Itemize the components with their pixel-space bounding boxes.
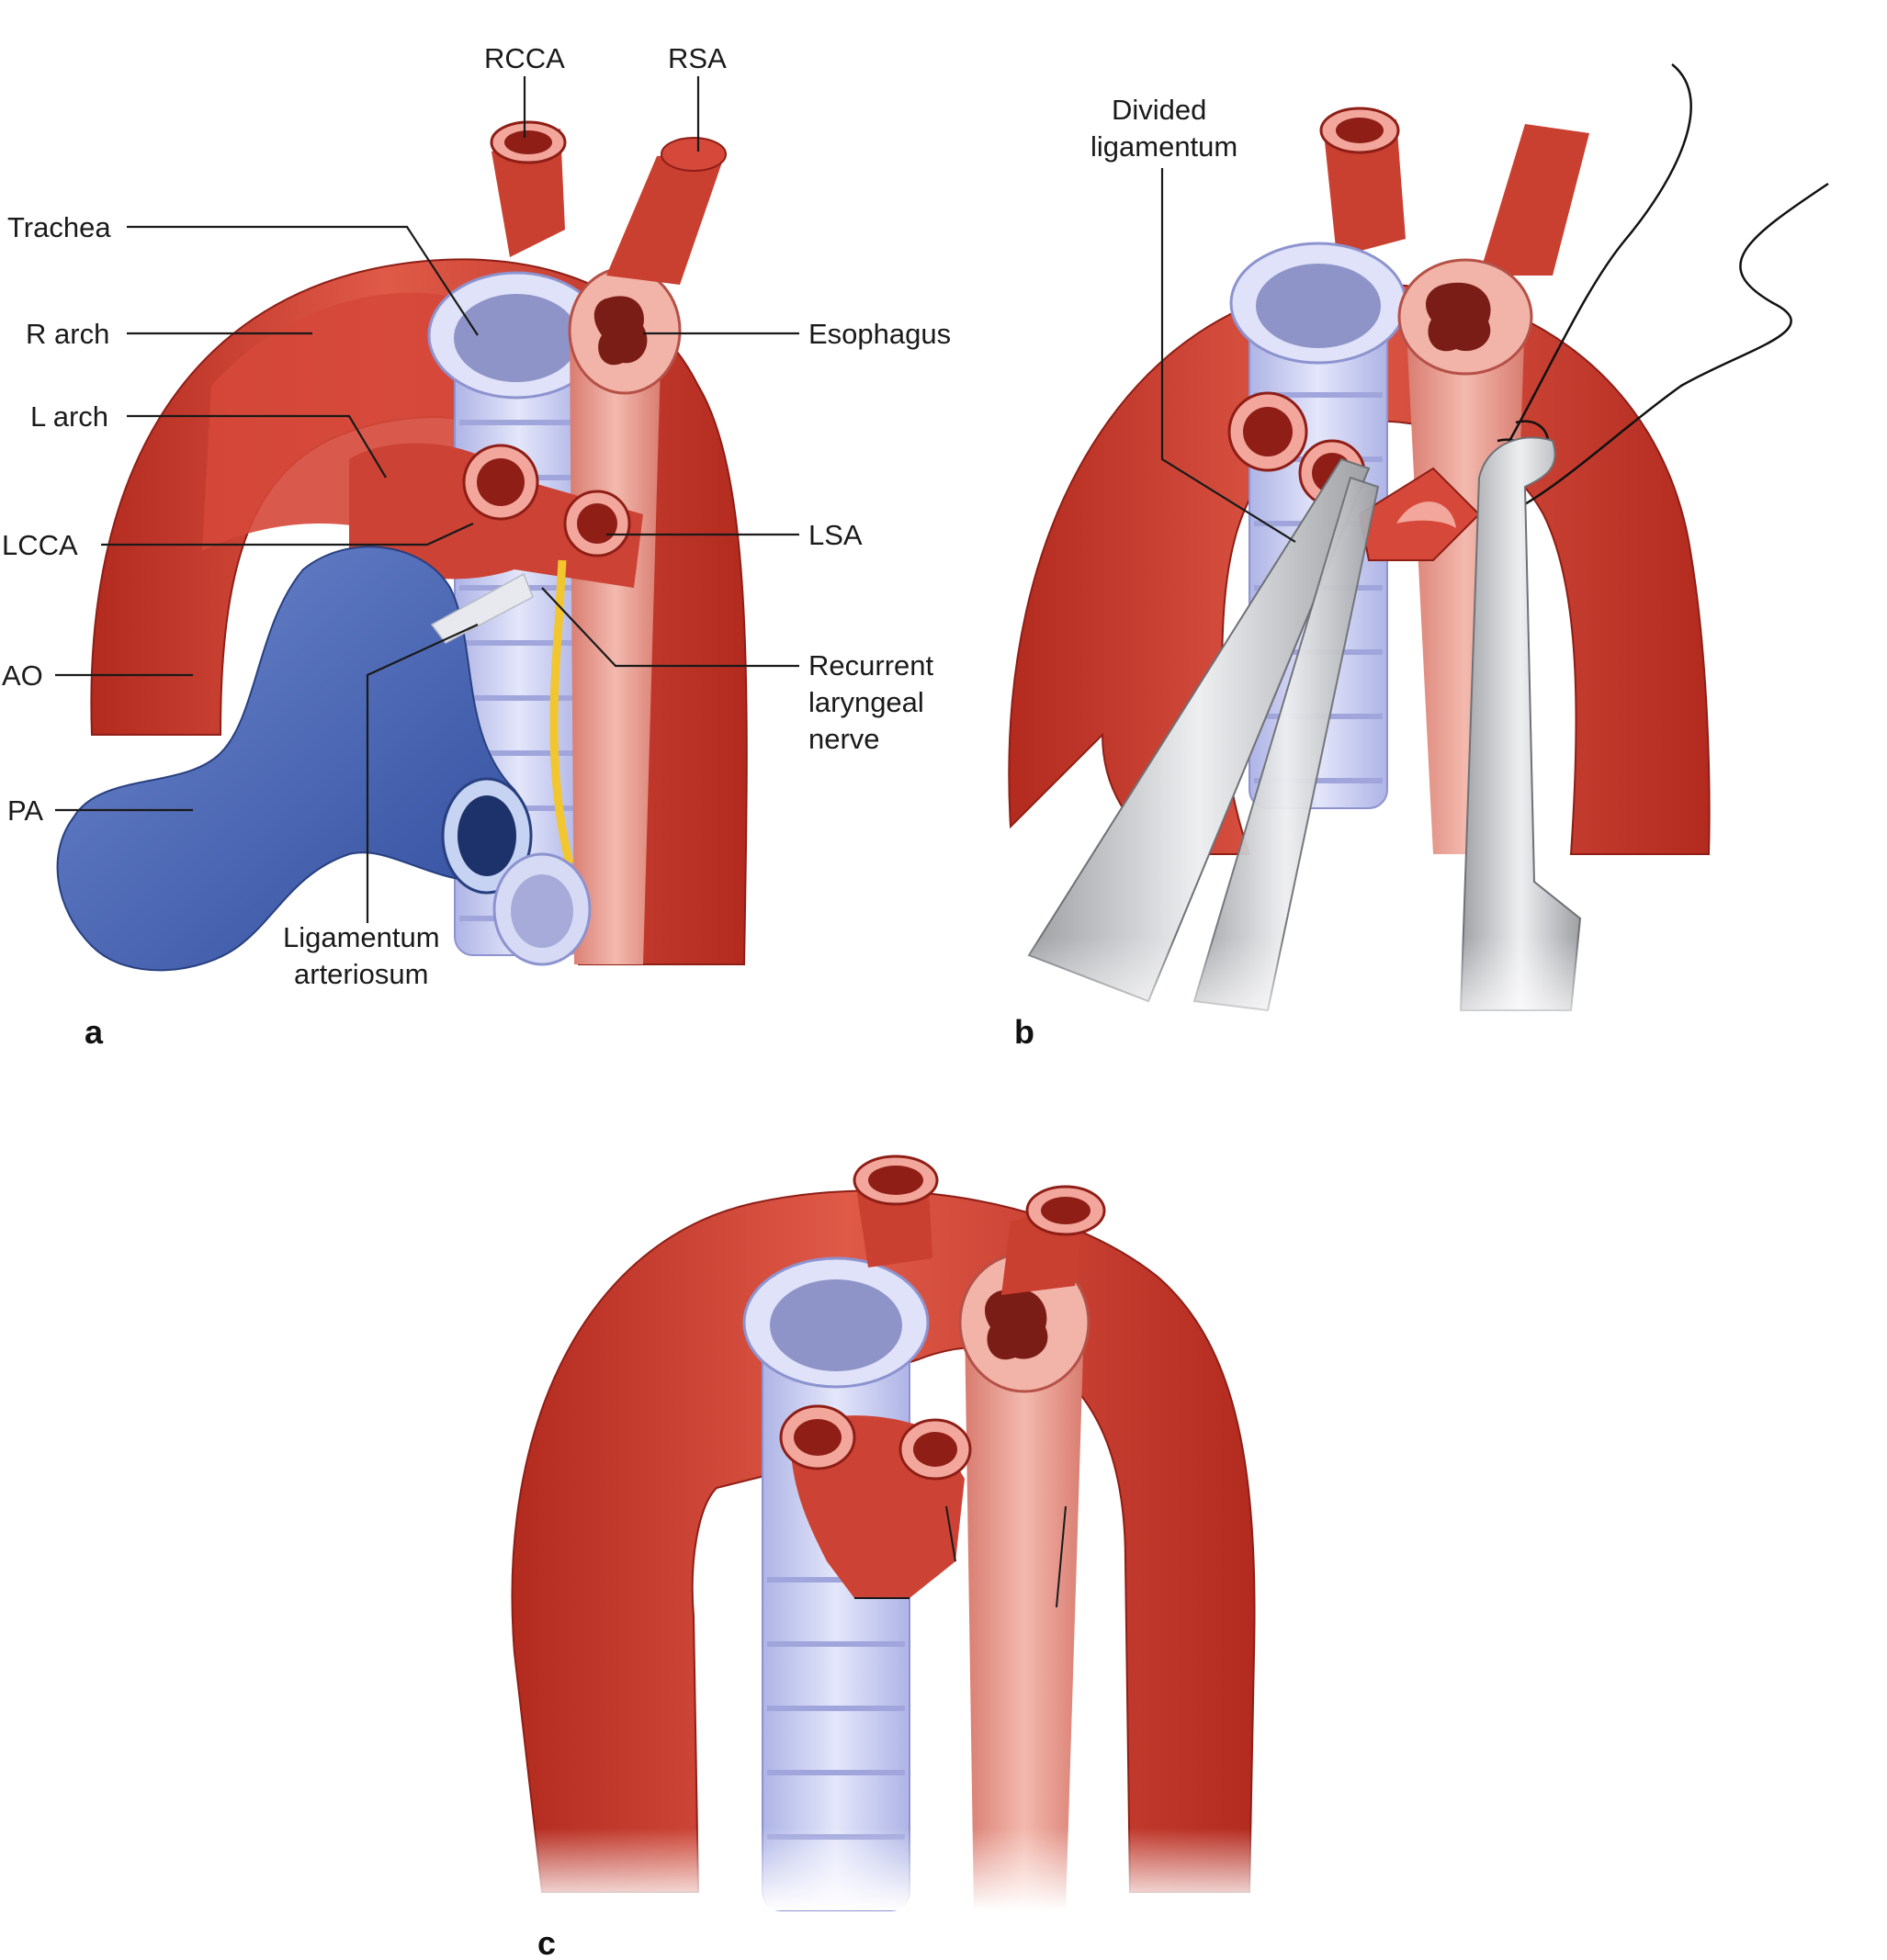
trachea-c xyxy=(762,1303,910,1911)
label-pa: PA xyxy=(7,794,43,827)
label-divided-1: Divided xyxy=(1112,94,1206,126)
label-ligamentum-2: arteriosum xyxy=(294,958,428,990)
panel-letter-b: b xyxy=(1014,1013,1034,1051)
label-divided-2: ligamentum xyxy=(1090,130,1237,163)
label-recurrent-2: laryngeal xyxy=(808,686,924,718)
label-rsa: RSA xyxy=(668,42,727,74)
label-trachea: Trachea xyxy=(7,211,111,243)
labels: RCCA RSA Trachea R arch L arch Esophagus… xyxy=(2,42,1237,1960)
label-ligamentum-1: Ligamentum xyxy=(283,921,440,953)
label-lsa: LSA xyxy=(808,519,863,551)
panel-b xyxy=(1008,63,1829,1047)
panel-letter-a: a xyxy=(85,1013,104,1051)
leader-lines xyxy=(55,76,1296,923)
label-r-arch: R arch xyxy=(26,318,109,350)
rsa-vessel-a xyxy=(606,152,726,285)
rsa-vessel-b xyxy=(1479,124,1589,276)
panel-c xyxy=(511,1155,1268,1911)
esophagus-c xyxy=(965,1323,1084,1910)
panel-letter-c: c xyxy=(537,1924,556,1960)
label-ao: AO xyxy=(2,659,43,692)
suture-lines-c xyxy=(854,1505,1067,1608)
rcca-vessel-b xyxy=(1323,119,1406,257)
label-esophagus: Esophagus xyxy=(808,318,951,350)
panel-a xyxy=(56,120,748,972)
label-l-arch: L arch xyxy=(30,400,108,433)
label-recurrent-3: nerve xyxy=(808,723,880,755)
recurrent-laryngeal-nerve-a xyxy=(549,559,574,865)
label-lcca: LCCA xyxy=(2,529,78,561)
label-rcca: RCCA xyxy=(484,42,565,74)
pulmonary-artery-a xyxy=(56,546,527,972)
label-recurrent-1: Recurrent xyxy=(808,649,933,681)
clamp-right-b xyxy=(1459,436,1582,1011)
ligamentum-arteriosum-a xyxy=(430,572,534,644)
esophagus-a xyxy=(570,331,661,964)
